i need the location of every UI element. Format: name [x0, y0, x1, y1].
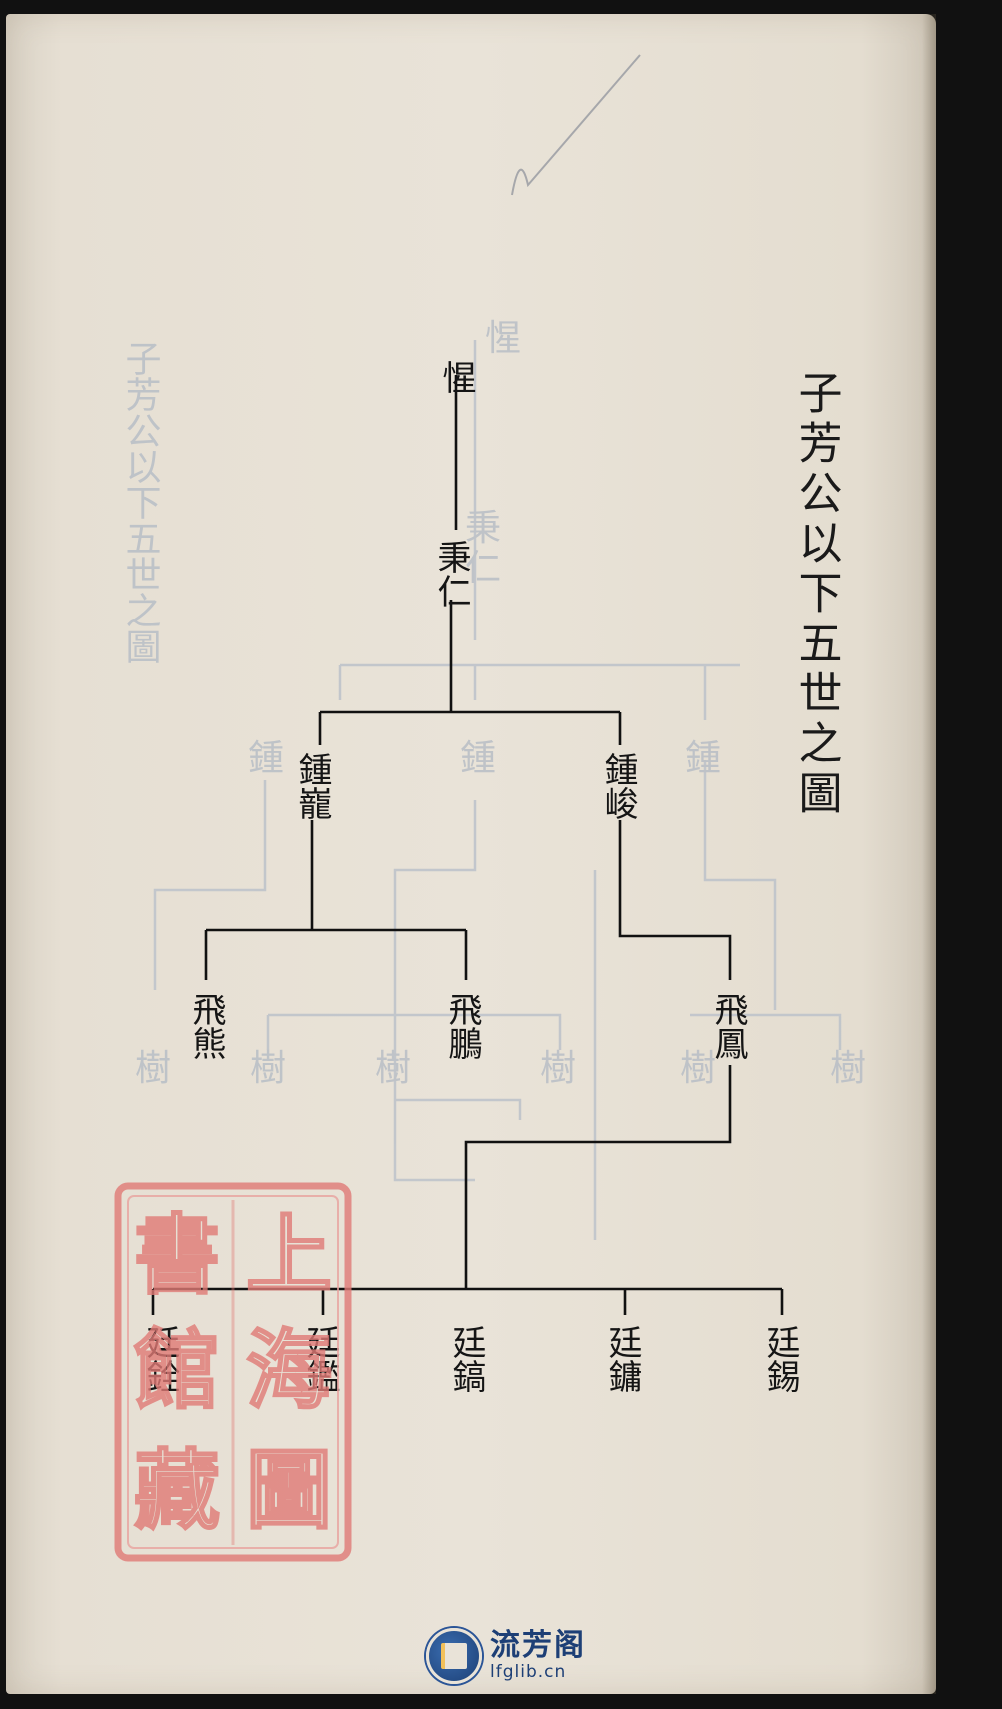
watermark-name: 流芳阁 [490, 1628, 586, 1663]
page-edge-shadow [922, 14, 936, 1694]
bleed-glyph: 樹 [830, 1048, 866, 1089]
seal-character: 館 [134, 1321, 220, 1421]
node-gen5-e: 廷錫 [760, 1325, 800, 1393]
node-gen3-b: 鍾峻 [598, 752, 638, 820]
bleed-glyph: 鍾 [460, 738, 496, 779]
tree-lines [151, 375, 784, 1315]
book-icon [426, 1628, 482, 1684]
node-gen3-a: 鍾巃 [292, 752, 332, 820]
node-gen5-c: 廷鎬 [446, 1325, 486, 1393]
chart-title: 子芳公以下五世之圖 [791, 370, 842, 820]
seal-character: 上 [246, 1206, 332, 1306]
node-gen2: 秉仁 [431, 540, 471, 608]
bleed-glyph: 樹 [250, 1048, 286, 1089]
node-gen5-a: 廷銓 [140, 1325, 180, 1393]
node-gen5-b: 廷鑑 [300, 1325, 340, 1393]
bleed-title: 子芳公以下五世之圖 [120, 340, 161, 664]
pencil-mark [511, 54, 641, 196]
seal-character: 書 [134, 1206, 220, 1306]
bleed-glyph: 鍾 [685, 738, 721, 779]
bleed-glyph: 樹 [375, 1048, 411, 1089]
bleed-glyph: 樹 [135, 1048, 171, 1089]
bleed-glyph: 仁 [465, 548, 501, 589]
node-gen4-a: 飛熊 [186, 992, 226, 1060]
node-gen1: 惺 [436, 360, 476, 394]
node-gen4-b: 飛鵬 [442, 992, 482, 1060]
bleed-glyph: 樹 [540, 1048, 576, 1089]
paper-sheet [6, 14, 936, 1694]
library-seal: 上 海 圖 書 館 藏 [114, 1182, 352, 1562]
watermark-logo: 流芳阁 lfglib.cn [426, 1628, 586, 1684]
bleed-glyph: 鍾 [248, 738, 284, 779]
bleed-through-layer: 子芳公以下五世之圖 惺 秉 仁 鍾 鍾 鍾 樹 樹 樹 樹 樹 樹 [120, 318, 866, 1240]
seal-character: 圖 [246, 1441, 332, 1541]
bleed-glyph: 惺 [485, 318, 521, 359]
bleed-glyph: 樹 [680, 1048, 716, 1089]
node-gen5-d: 廷鏞 [602, 1325, 642, 1393]
node-gen4-c: 飛鳳 [708, 992, 748, 1060]
seal-character: 藏 [134, 1441, 220, 1541]
bleed-glyph: 秉 [465, 508, 501, 549]
watermark-url: lfglib.cn [490, 1662, 567, 1682]
seal-character: 海 [246, 1321, 332, 1421]
